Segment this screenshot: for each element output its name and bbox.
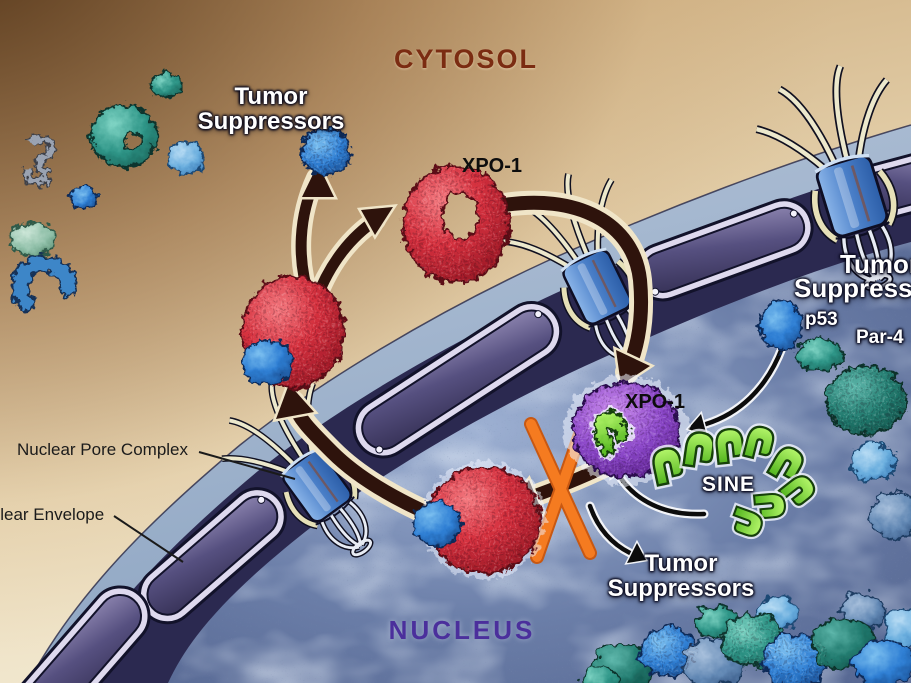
nuclear-pore-complex-label: Nuclear Pore Complex <box>17 440 189 459</box>
teal-protein <box>89 103 159 169</box>
pore-leader-line <box>198 451 296 480</box>
light-blue-protein <box>167 141 205 175</box>
cytosol-proteins <box>9 72 353 312</box>
tumor-suppressors-right-label-line2: Suppressors <box>794 273 911 303</box>
label-line: Tumor <box>644 550 718 577</box>
cargo-release-arrow <box>291 158 398 310</box>
pale-teal-protein <box>9 221 57 257</box>
cargo-tumor-suppressor <box>241 339 293 385</box>
nucleus-right-proteins <box>759 300 911 540</box>
label-line: Tumor <box>234 83 308 110</box>
par4-label: Par-4 <box>856 327 904 348</box>
leader-lines <box>113 451 296 563</box>
xpo1-free-label: XPO-1 <box>461 155 523 177</box>
tumor-suppressors-right-label-line1: Tumor <box>840 249 911 279</box>
nucleus-region-label: NUCLEUS <box>388 615 536 645</box>
teal-protein <box>795 338 845 372</box>
sine-label: SINE <box>702 473 756 496</box>
nuclear-envelope-label: Nuclear Envelope <box>0 505 105 524</box>
xpo1-bound-label: XPO-1 <box>624 391 686 413</box>
cytosol-region-label: CYTOSOL <box>393 44 539 74</box>
retained-suppressors-arrow <box>585 501 649 565</box>
tumor-suppressor-pile <box>577 593 911 683</box>
p53-protein <box>759 300 803 352</box>
p53-label: p53 <box>805 309 838 330</box>
xpo1-free-protein <box>401 164 511 284</box>
envelope-leader-line <box>113 515 184 563</box>
xpo1-cargo-complex-nucleus <box>412 461 546 579</box>
steel-blue-protein <box>869 492 911 540</box>
tumor-suppressors-nucleus-label: Tumor Suppressors <box>607 550 755 603</box>
blue-protein-small <box>70 186 98 210</box>
label-line: Suppressors <box>607 575 755 603</box>
blue-protein <box>850 442 896 482</box>
nuclear-envelope <box>9 54 911 683</box>
xpo1-cargo-complex-cytosol <box>240 274 346 390</box>
teal-protein-small <box>149 72 183 98</box>
nucleus-interior <box>168 242 911 683</box>
label-line: Suppressors <box>197 108 345 136</box>
cargo-tumor-suppressor <box>412 501 462 547</box>
tumor-suppressors-cytosol-label: Tumor Suppressors <box>197 83 345 136</box>
